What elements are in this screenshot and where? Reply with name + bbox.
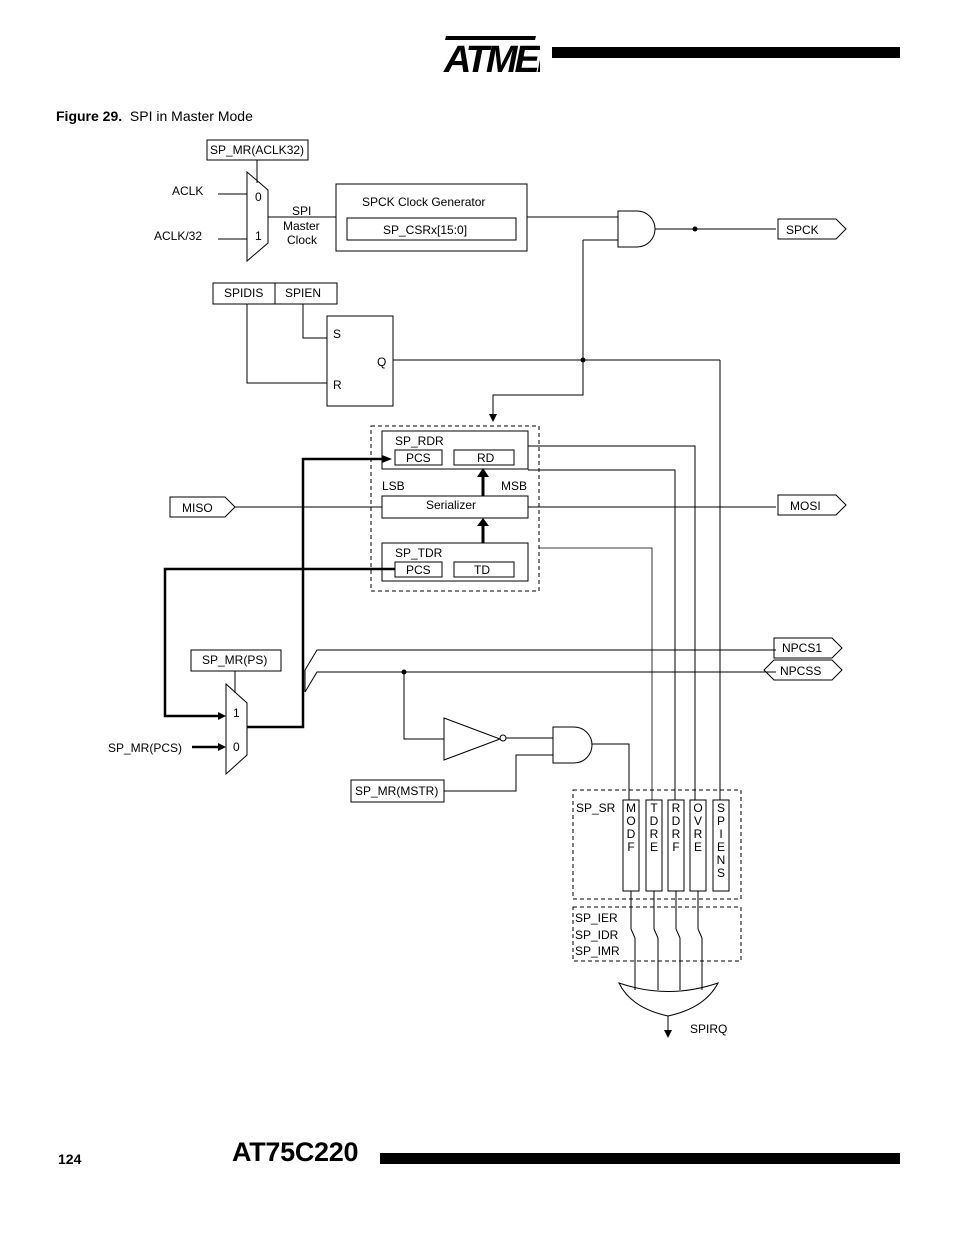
mosi-label: MOSI	[790, 499, 821, 513]
page-number: 124	[58, 1151, 82, 1167]
status-bit-letter: M	[626, 801, 636, 815]
npcs1-label: NPCS1	[782, 641, 822, 655]
status-bit-letter: R	[694, 827, 703, 841]
status-bit-letter: D	[627, 827, 636, 841]
spidis-label: SPIDIS	[224, 286, 263, 300]
mr-mstr-label: SP_MR(MSTR)	[355, 784, 438, 798]
clock-mux	[246, 170, 269, 263]
flipflop-r: R	[333, 378, 342, 392]
status-bit-letter: S	[717, 801, 725, 815]
mr-mstr-register	[350, 779, 445, 803]
rdr-pcs-field	[394, 449, 443, 466]
mode-fault-and-gate	[552, 726, 593, 764]
miso-input	[169, 496, 236, 518]
status-register-block	[572, 789, 742, 900]
svg-text:ATMEL: ATMEL	[443, 39, 540, 78]
tdr-pcs-label: PCS	[406, 563, 431, 577]
mr-ps-label: SP_MR(PS)	[202, 653, 267, 667]
spck-label: SPCK	[786, 223, 819, 237]
sp-idr-label: SP_IDR	[575, 928, 619, 942]
tdr-td-field	[453, 561, 515, 578]
aclk32-input-label: ACLK/32	[154, 229, 202, 243]
csrx-label: SP_CSRx[15:0]	[383, 223, 467, 237]
aclk-label: ACLK	[172, 184, 203, 198]
flipflop-q: Q	[377, 355, 386, 369]
serializer-label: Serializer	[426, 498, 476, 512]
status-bit-letter: N	[717, 853, 726, 867]
sp-sr-label: SP_SR	[576, 801, 616, 815]
footer-rule	[380, 1153, 900, 1164]
enable-flipflop	[326, 315, 394, 407]
clock-mux-in1: 1	[255, 229, 262, 243]
spirq-or-gate	[618, 982, 720, 1017]
mode-fault-inverter	[443, 717, 502, 761]
status-bit-letter: E	[694, 840, 702, 854]
spi-clock-label-3: Clock	[287, 233, 318, 247]
mr-ps-register	[190, 649, 282, 672]
spck-output	[777, 218, 847, 240]
mr-pcs-label: SP_MR(PCS)	[108, 741, 182, 755]
status-bit-spiens	[712, 799, 730, 892]
status-bit-letter: I	[719, 827, 722, 841]
mosi-output	[777, 494, 847, 516]
status-bit-letter: R	[672, 827, 681, 841]
document-title: AT75C220	[232, 1137, 359, 1167]
status-bit-letter: E	[717, 840, 725, 854]
header-rule	[552, 47, 900, 58]
tdr-register	[381, 542, 529, 582]
status-bit-letter: R	[650, 827, 659, 841]
csrx-register	[346, 217, 517, 241]
rdr-rd-field	[453, 449, 515, 466]
tdr-td-label: TD	[474, 563, 490, 577]
rdr-label: SP_RDR	[395, 434, 444, 448]
status-bit-letter: F	[672, 840, 679, 854]
status-bit-letter: S	[717, 866, 725, 880]
spien-label: SPIEN	[285, 286, 321, 300]
aclk32-label: SP_MR(ACLK32)	[210, 143, 304, 157]
pcs-mux	[225, 682, 248, 776]
tdr-label: SP_TDR	[395, 546, 443, 560]
status-bit-letter: D	[650, 814, 659, 828]
lsb-label: LSB	[382, 479, 405, 493]
status-bit-letter: R	[672, 801, 681, 815]
figure-title: SPI in Master Mode	[129, 108, 253, 124]
status-bit-letter: F	[627, 840, 634, 854]
mask-register-block	[572, 906, 742, 962]
npcss-output	[763, 659, 843, 681]
atmel-logo: ATMEL	[443, 36, 540, 78]
spi-clock-label-1: SPI	[292, 204, 311, 218]
status-bit-letter: D	[672, 814, 681, 828]
spi-clock-label-2: Master	[283, 219, 320, 233]
sp-imr-label: SP_IMR	[575, 944, 620, 958]
spck-and-gate	[617, 210, 656, 248]
status-bit-letter: T	[650, 801, 658, 815]
status-bit-letter: O	[626, 814, 635, 828]
pcs-mux-in1: 1	[233, 706, 240, 720]
clock-mux-in0: 0	[255, 190, 262, 204]
miso-label: MISO	[182, 501, 213, 515]
npcs1-output	[773, 637, 843, 659]
clock-generator-label: SPCK Clock Generator	[362, 195, 485, 209]
npcss-label: NPCSS	[780, 664, 821, 678]
spirq-label: SPIRQ	[690, 1022, 727, 1036]
rdr-register	[381, 430, 529, 470]
pcs-mux-in0: 0	[233, 740, 240, 754]
sp-ier-label: SP_IER	[575, 911, 618, 925]
spien-register	[274, 282, 338, 305]
status-bit-letter: O	[693, 801, 702, 815]
status-bit-letter: V	[694, 814, 702, 828]
status-bit-letter: P	[717, 814, 725, 828]
rdr-rd-label: RD	[477, 451, 495, 465]
msb-label: MSB	[501, 479, 527, 493]
rdr-pcs-label: PCS	[406, 451, 431, 465]
flipflop-s: S	[333, 327, 341, 341]
data-path-block	[370, 425, 540, 592]
figure-caption: Figure 29. SPI in Master Mode	[56, 108, 253, 124]
status-bit-letter: E	[650, 840, 658, 854]
figure-number: Figure 29.	[56, 108, 123, 124]
